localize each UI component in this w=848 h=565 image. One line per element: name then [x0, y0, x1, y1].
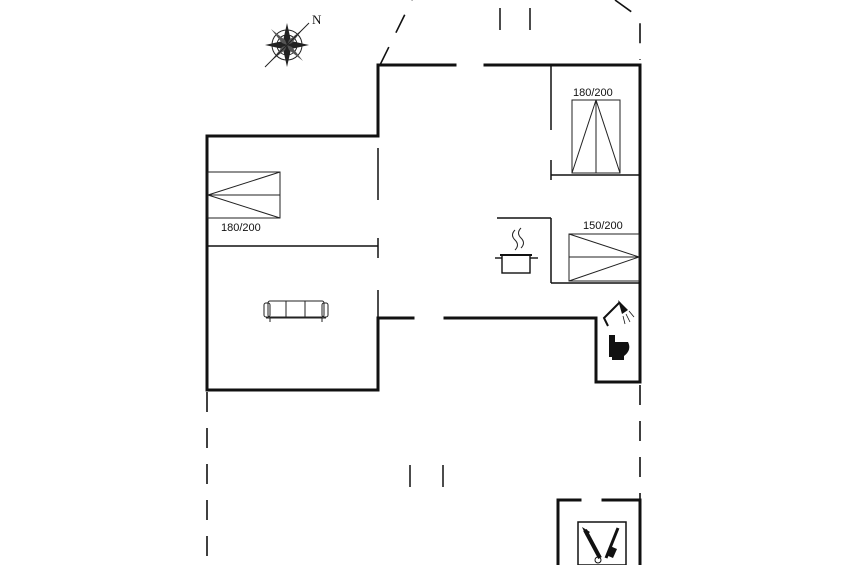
bed-top-right-label: 180/200: [573, 87, 613, 99]
roof-outline: [206, 0, 641, 565]
bed-top-right: 180/200: [571, 87, 621, 174]
bed-left-label: 180/200: [221, 222, 261, 234]
bed-left: 180/200: [207, 171, 281, 234]
partitions: [207, 65, 640, 318]
bed-right: 150/200: [568, 220, 640, 282]
cooking-pot-icon: [495, 227, 538, 274]
toilet-icon: [609, 335, 630, 360]
shower-icon: [602, 300, 635, 327]
compass-rose: N: [264, 12, 322, 68]
walls: [205, 63, 642, 392]
tools-icon: [582, 527, 620, 564]
bed-right-label: 150/200: [583, 220, 623, 232]
north-label: N: [312, 12, 322, 27]
sofa-icon: [263, 300, 329, 322]
annex-building: [556, 498, 642, 565]
